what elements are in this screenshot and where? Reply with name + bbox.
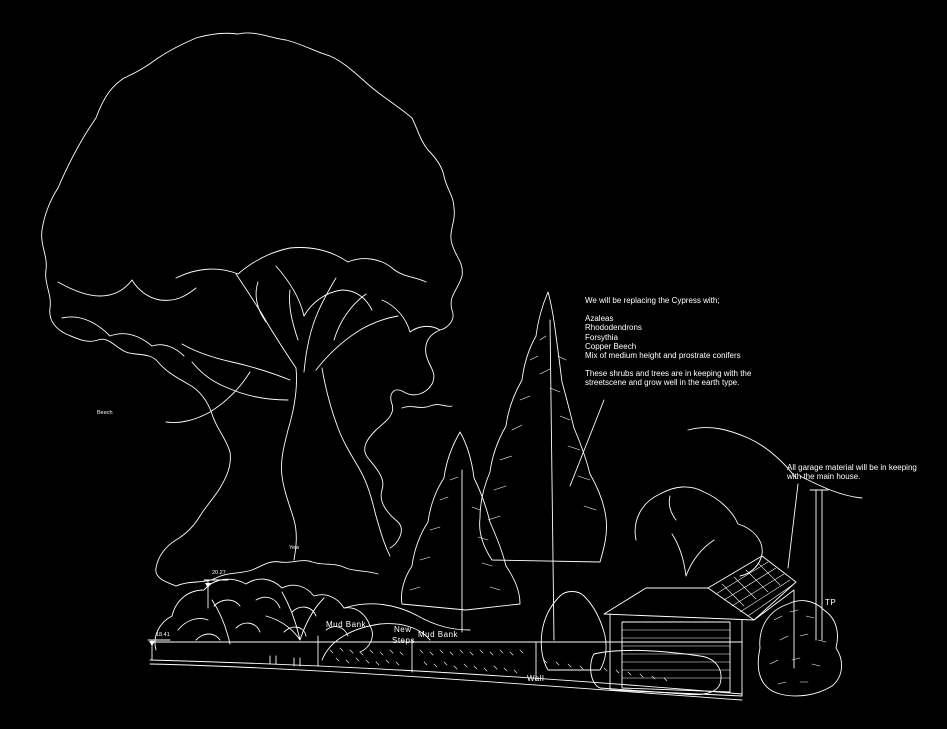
garage-roof-front (603, 587, 755, 621)
beech-branch (165, 371, 251, 423)
new-steps-label: Steps (392, 636, 415, 645)
garage-wall-side (753, 589, 795, 669)
beech-canopy-lobe (57, 279, 197, 301)
plant-list-item: Mix of medium height and prostrate conif… (585, 350, 741, 360)
beech-branch (303, 277, 337, 373)
beech-canopy-lobe (275, 265, 373, 317)
left-shrub-detail (177, 596, 349, 641)
background-tree-outline (634, 486, 763, 577)
right-shrub-outline (757, 600, 842, 697)
cypress-left-outline (401, 431, 521, 611)
mud-bank-label: Mud Bank (418, 630, 459, 639)
plant-list-item: Copper Beech (585, 341, 637, 351)
garage-door (621, 621, 731, 693)
level-label: 18.41 (156, 632, 170, 638)
wall-label: Wall (527, 674, 545, 683)
garage-roof-tiles (715, 561, 795, 617)
beech-label: Beech (97, 410, 113, 416)
beech-branch (333, 293, 367, 341)
keeping-note-line: streetscene and grow well in the earth t… (585, 378, 740, 388)
beech-branch (181, 343, 291, 381)
overhead-wire-right (799, 475, 863, 499)
cypress-foliage-texture (409, 335, 597, 591)
garage-note-line: All garage material will be in keeping (787, 463, 917, 472)
keeping-note-line: These shrubs and trees are in keeping wi… (585, 369, 752, 379)
right-shrub-texture (769, 609, 827, 685)
shrub-branches (211, 591, 325, 645)
beech-canopy-left-edge (41, 187, 231, 587)
plant-list-item: Rhododendrons (585, 323, 642, 333)
plant-list-item: Forsythia (585, 332, 618, 342)
level-arrow (205, 583, 211, 588)
beech-branch (235, 273, 297, 369)
beech-canopy-outline (57, 32, 463, 549)
beech-trunk (281, 367, 297, 561)
mud-bank-label: Mud Bank (326, 620, 367, 629)
hedge-right (590, 649, 722, 696)
background-tree-branches (668, 495, 715, 577)
garage-door-panels (621, 629, 731, 679)
garage-wall-front (609, 613, 743, 697)
beech-canopy-lobe (175, 247, 427, 283)
yew-label: Yew (289, 545, 300, 551)
garage-roof-side (707, 555, 797, 621)
garage-note-line: with the main house. (787, 472, 861, 482)
plant-list-item: Azaleas (585, 314, 614, 324)
overhead-wire-left (687, 427, 797, 479)
replacement-heading: We will be replacing the Cypress with; (585, 296, 720, 305)
leader-line-cypress (569, 399, 605, 487)
garage-material-note: All garage material will be in keeping w… (787, 463, 917, 481)
cypress-tall-outline (479, 291, 607, 563)
beech-branch (255, 281, 267, 323)
wall-hatching (329, 647, 668, 682)
beech-branch (289, 289, 299, 341)
cypress-foreground-outline (540, 591, 607, 671)
beech-branch (315, 315, 399, 371)
telegraph-pole (809, 489, 829, 641)
beech-canopy-lobe (61, 316, 185, 357)
retaining-wall-curve (321, 623, 431, 661)
level-label: 20.27 (212, 570, 226, 576)
yew-outline (175, 560, 379, 587)
ground-line (149, 663, 743, 701)
level-marker-base (269, 655, 301, 667)
beech-trunk (321, 367, 391, 557)
wire-squiggle (401, 404, 453, 409)
beech-branch (191, 361, 289, 401)
cypress-replacement-note: We will be replacing the Cypress with; A… (585, 296, 751, 388)
mud-bank-curve (343, 603, 471, 631)
beech-canopy-lobe (381, 299, 441, 333)
cypress-tall-trunk (549, 319, 555, 641)
wall-bottom (149, 659, 743, 695)
new-steps-label: New (394, 625, 412, 634)
left-shrub-mass (154, 578, 373, 653)
leader-line-garage (787, 483, 799, 569)
telegraph-pole-label: TP (825, 598, 837, 607)
level-arrow (149, 641, 155, 646)
